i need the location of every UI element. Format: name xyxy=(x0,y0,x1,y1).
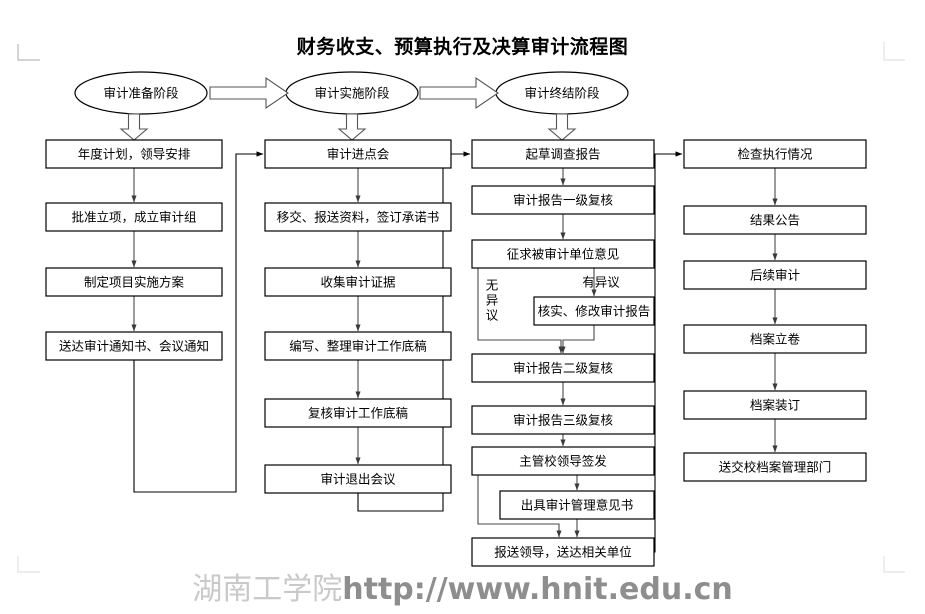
connector-col2-to-col3 xyxy=(357,151,471,512)
process-box-label: 移交、报送资料，签订承诺书 xyxy=(277,210,440,225)
process-box-label: 收集审计证据 xyxy=(320,275,395,290)
page-title: 财务收支、预算执行及决算审计流程图 xyxy=(296,36,629,58)
stage-ellipse-label: 审计终结阶段 xyxy=(524,86,599,101)
process-box-c4-n2[interactable]: 结果公告 xyxy=(683,205,867,235)
process-box-c2-n1[interactable]: 审计进点会 xyxy=(264,139,452,169)
process-box-label: 复核审计工作底稿 xyxy=(308,406,408,421)
process-box-c1-n1[interactable]: 年度计划，领导安排 xyxy=(45,139,223,169)
process-box-c3-n1[interactable]: 起草调查报告 xyxy=(471,139,655,169)
process-box-c4-n6[interactable]: 送交校档案管理部门 xyxy=(683,452,867,482)
process-box-c2-n6[interactable]: 审计退出会议 xyxy=(264,464,452,494)
process-box-label: 档案装订 xyxy=(750,398,800,413)
process-box-label: 结果公告 xyxy=(750,213,800,228)
svg-text:无: 无 xyxy=(486,278,499,293)
process-box-label: 起草调查报告 xyxy=(525,147,600,162)
crop-marks xyxy=(17,42,905,573)
stage-ellipse-3[interactable]: 审计终结阶段 xyxy=(495,71,629,115)
process-box-label: 征求被审计单位意见 xyxy=(507,247,620,262)
crop-mark-top-right xyxy=(883,42,905,61)
process-box-label: 审计报告一级复核 xyxy=(513,193,614,208)
node-layer: 审计准备阶段 审计实施阶段 审计终结阶段年度计划，领导安排批准立项，成立审计组制定项… xyxy=(45,71,867,567)
process-box-label: 审计进点会 xyxy=(327,147,390,162)
process-box-label: 核实、修改审计报告 xyxy=(538,304,651,319)
svg-text:异: 异 xyxy=(486,293,499,308)
process-box-c1-n4[interactable]: 送达审计通知书、会议通知 xyxy=(45,331,223,361)
process-box-label: 审计退出会议 xyxy=(320,472,396,487)
process-box-label: 报送领导，送达相关单位 xyxy=(494,545,632,560)
process-box-c2-n2[interactable]: 移交、报送资料，签订承诺书 xyxy=(264,202,452,232)
svg-text:有异议: 有异议 xyxy=(582,275,620,290)
label-no-objection: 无异议 xyxy=(486,278,499,323)
process-box-label: 审计报告三级复核 xyxy=(513,413,614,428)
process-box-c2-n3[interactable]: 收集审计证据 xyxy=(264,267,452,297)
process-box-label: 后续审计 xyxy=(750,268,800,283)
stage-ellipse-1[interactable]: 审计准备阶段 xyxy=(74,71,208,115)
process-box-label: 审计报告二级复核 xyxy=(513,361,614,376)
stage-ellipse-label: 审计实施阶段 xyxy=(314,86,389,101)
process-box-c2-n4[interactable]: 编写、整理审计工作底稿 xyxy=(264,331,452,361)
connector-col1-to-col2 xyxy=(133,151,264,493)
process-box-c2-n5[interactable]: 复核审计工作底稿 xyxy=(264,398,452,428)
crop-mark-bottom-left xyxy=(17,556,40,573)
process-box-c3-n9[interactable]: 报送领导，送达相关单位 xyxy=(471,537,655,567)
crop-mark-top-left xyxy=(17,44,40,61)
process-box-c3-n5[interactable]: 审计报告二级复核 xyxy=(471,353,655,383)
process-box-label: 年度计划，领导安排 xyxy=(78,147,191,162)
label-objection: 有异议 xyxy=(582,275,620,290)
connector-no-objection-to-second-review xyxy=(477,268,564,354)
stage-ellipse-2[interactable]: 审计实施阶段 xyxy=(285,71,419,115)
process-box-c4-n4[interactable]: 档案立卷 xyxy=(683,324,867,354)
connector-layer xyxy=(131,151,778,553)
process-box-label: 检查执行情况 xyxy=(737,147,813,162)
branch-label-layer: 无异议 有异议 xyxy=(486,275,621,323)
process-box-c3-n8[interactable]: 出具审计管理意见书 xyxy=(499,490,655,520)
process-box-c3-n4[interactable]: 核实、修改审计报告 xyxy=(533,296,655,326)
process-box-label: 送交校档案管理部门 xyxy=(719,460,832,475)
process-box-c4-n3[interactable]: 后续审计 xyxy=(683,260,867,290)
crop-mark-bottom-right xyxy=(883,556,905,573)
process-box-label: 制定项目实施方案 xyxy=(84,275,185,290)
process-box-c3-n6[interactable]: 审计报告三级复核 xyxy=(471,405,655,435)
svg-text:议: 议 xyxy=(486,308,499,323)
process-box-c1-n2[interactable]: 批准立项，成立审计组 xyxy=(45,202,223,232)
process-box-c4-n1[interactable]: 检查执行情况 xyxy=(683,139,867,169)
stage-drop-arrow-1 xyxy=(119,113,149,141)
process-box-label: 编写、整理审计工作底稿 xyxy=(289,339,427,354)
stage-drop-arrow-2 xyxy=(337,113,367,141)
process-box-label: 送达审计通知书、会议通知 xyxy=(59,339,209,354)
connector-signoff-bypass-to-submit xyxy=(477,475,562,538)
process-box-label: 档案立卷 xyxy=(750,332,801,347)
process-box-c3-n2[interactable]: 审计报告一级复核 xyxy=(471,185,655,215)
process-box-label: 主管校领导签发 xyxy=(519,454,607,469)
process-box-c3-n3[interactable]: 征求被审计单位意见 xyxy=(471,239,655,269)
connector-col3-to-col4 xyxy=(654,151,683,553)
stage-block-arrow-1 xyxy=(209,76,289,110)
stage-ellipse-label: 审计准备阶段 xyxy=(103,86,178,101)
process-box-label: 批准立项，成立审计组 xyxy=(71,210,196,225)
stage-drop-arrow-3 xyxy=(547,113,577,141)
process-box-label: 出具审计管理意见书 xyxy=(521,498,634,513)
process-box-c3-n7[interactable]: 主管校领导签发 xyxy=(471,446,655,476)
process-box-c4-n5[interactable]: 档案装订 xyxy=(683,390,867,420)
stage-block-arrow-2 xyxy=(419,76,499,110)
process-box-c1-n3[interactable]: 制定项目实施方案 xyxy=(45,267,223,297)
connector-revise-to-second-review xyxy=(560,325,595,354)
